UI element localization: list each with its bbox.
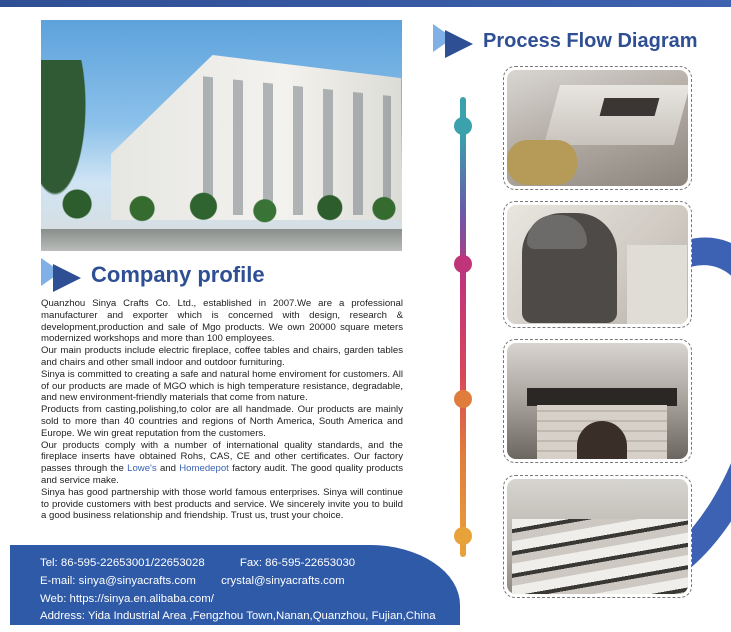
contact-address: Address: Yida Industrial Area ,Fengzhou …: [40, 610, 436, 622]
arrow-icon: [41, 258, 83, 292]
contact-web: Web: https://sinya.en.alibaba.com/: [40, 593, 214, 605]
contact-email-line: E-mail: sinya@sinyacrafts.com crystal@si…: [40, 575, 345, 587]
process-photo-polishing: [503, 201, 692, 328]
profile-paragraph: Our main products include electric firep…: [41, 345, 403, 368]
contact-fax: Fax: 86-595-22653030: [239, 557, 356, 569]
company-profile-title: Company profile: [91, 262, 265, 287]
timeline-dot: [454, 255, 472, 273]
process-photo-workshop: [503, 475, 692, 598]
process-flow-title: Process Flow Diagram: [483, 29, 698, 52]
profile-paragraph: Our products comply with a number of int…: [41, 439, 403, 486]
contact-footer: [10, 545, 460, 625]
process-photo-fireplace: [503, 339, 692, 463]
profile-paragraph: Quanzhou Sinya Crafts Co. Ltd., establis…: [41, 298, 403, 345]
profile-paragraph: Products from casting,polishing,to color…: [41, 404, 403, 439]
process-timeline: [460, 97, 466, 557]
contact-email-2: crystal@sinyacrafts.com: [221, 575, 345, 587]
timeline-dot: [454, 390, 472, 408]
timeline-dot: [454, 117, 472, 135]
homedepot-link-text: Homedepot: [179, 463, 229, 475]
process-photo-casting: [503, 66, 692, 190]
top-band: [0, 0, 731, 7]
lowes-link-text: Lowe's: [127, 463, 157, 475]
contact-phone-line: Tel: 86-595-22653001/22653028 Fax: 86-59…: [40, 557, 355, 569]
profile-paragraph: Sinya has good partnership with those wo…: [41, 486, 403, 522]
contact-email: E-mail: sinya@sinyacrafts.com: [40, 575, 196, 587]
company-profile-heading: Company profile: [41, 258, 265, 292]
timeline-dot: [454, 527, 472, 545]
profile-paragraph: Sinya is committed to creating a safe an…: [41, 368, 403, 404]
factory-building-photo: [41, 20, 402, 251]
company-profile-text: Quanzhou Sinya Crafts Co. Ltd., establis…: [41, 298, 403, 522]
arrow-icon: [433, 24, 475, 58]
process-flow-heading: Process Flow Diagram: [433, 24, 698, 58]
contact-tel: Tel: 86-595-22653001/22653028: [40, 557, 205, 569]
